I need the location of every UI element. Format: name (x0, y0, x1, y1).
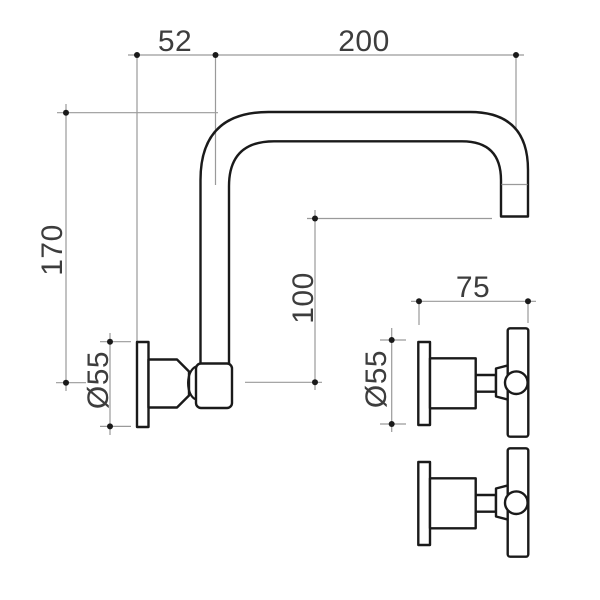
spout-tube-outline (199, 110, 530, 365)
dim-dot (416, 298, 422, 305)
dim-dot (63, 379, 69, 386)
handle-body (428, 477, 477, 530)
spout-ball-joint (187, 365, 197, 401)
dim-dot (107, 423, 113, 430)
dim-dot (388, 337, 395, 343)
dim-dot (134, 52, 140, 58)
dim-dot (63, 109, 69, 116)
handle-stem (474, 373, 498, 393)
dim-dot (107, 338, 113, 345)
handle-knob-ball (503, 370, 529, 396)
handle-side-view-top (417, 327, 530, 438)
handle-stem (474, 493, 498, 513)
spout-inlet-block (194, 362, 234, 410)
dimension-75 (411, 298, 536, 325)
spout-side-view (135, 110, 530, 429)
dim-dot (312, 215, 318, 222)
dimension-label-dia55-spout: Ø55 (82, 351, 115, 409)
dim-dot (513, 52, 519, 58)
dimension-label-170: 170 (36, 224, 69, 276)
dimension-labels: 52 200 170 100 Ø55 Ø55 75 (36, 25, 490, 409)
handle-side-view-bottom (417, 447, 530, 558)
dimension-dia55-spout (100, 333, 131, 435)
dimension-label-75: 75 (456, 271, 490, 304)
handle-body (428, 357, 477, 410)
dimension-100 (245, 210, 492, 390)
dim-dot (312, 379, 318, 386)
handle-wall-flange (417, 460, 432, 547)
dimension-label-100: 100 (287, 272, 320, 324)
dimension-label-200: 200 (338, 25, 390, 58)
dimension-52-200 (128, 52, 524, 341)
dim-dot (212, 52, 219, 58)
handle-wall-flange (417, 340, 432, 427)
handle-knob-ball (503, 490, 529, 516)
dimension-label-dia55-handle: Ø55 (360, 350, 393, 408)
dim-dot (388, 421, 395, 427)
dimension-dia55-handle (380, 328, 406, 432)
spout-body-cone (147, 358, 191, 409)
dimension-label-52: 52 (158, 25, 192, 58)
dimension-layer (56, 52, 536, 435)
dim-dot (525, 298, 531, 305)
spout-wall-flange (135, 340, 150, 429)
dimension-170 (56, 104, 218, 391)
